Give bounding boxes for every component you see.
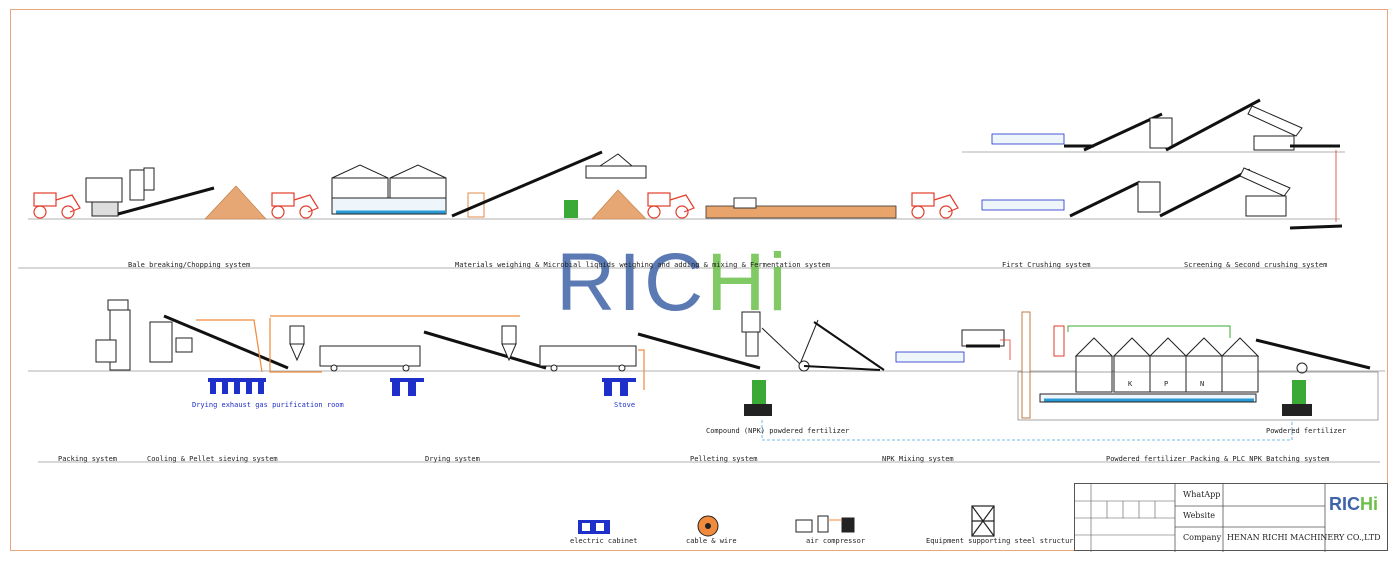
legend-electric-cabinet: electric cabinet	[570, 537, 638, 545]
air-duct-2	[269, 318, 322, 373]
section-label-npk-mixing: NPK Mixing system	[882, 455, 954, 463]
fermentation-tank	[705, 205, 897, 219]
section-label-first-crushing: First Crushing system	[1002, 261, 1091, 269]
belt-conveyor-7	[1165, 98, 1261, 152]
bucket-elevator-leg	[761, 327, 801, 365]
title-block-grid	[1075, 484, 1326, 552]
belt-conveyor-14	[813, 321, 885, 371]
belt-conveyor-11	[423, 330, 547, 370]
cable-wire-icon	[697, 515, 719, 537]
belt-conveyor-10	[163, 314, 289, 370]
title-block: WhatApp Website Company HENAN RICHI MACH…	[1074, 483, 1388, 552]
air-duct-4	[638, 349, 645, 390]
section-label-fermentation: Materials weighing & Microbial liquids w…	[455, 261, 831, 269]
mixer-line	[1000, 339, 1011, 360]
legend-cable-wire: cable & wire	[686, 537, 737, 545]
screening-machine-1	[1239, 167, 1291, 217]
watermark-logo: RICHi	[556, 236, 790, 330]
section-label-batching: Powdered fertilizer Packing & PLC NPK Ba…	[1106, 455, 1330, 463]
bale-breaker	[85, 167, 155, 217]
silo-elevator	[1053, 325, 1065, 357]
section-label-bale: Bale breaking/Chopping system	[128, 261, 251, 269]
steel-structure-icon	[971, 505, 995, 537]
bucket-elevator-leg-2	[799, 319, 819, 365]
annotation-exhaust-room: Drying exhaust gas purification room	[192, 401, 344, 409]
air-compressor-icon	[795, 515, 855, 533]
section-label-drying: Drying system	[425, 455, 480, 463]
annotation-compound-npk: Compound (NPK) powdered fertilizer	[706, 427, 850, 435]
microbial-tank	[564, 200, 578, 218]
title-block-company-label: Company	[1183, 533, 1222, 542]
belt-conveyor-1	[117, 186, 215, 216]
section-label-second-crushing: Screening & Second crushing system	[1184, 261, 1328, 269]
hopper-conveyor-1	[981, 199, 1065, 211]
cooler-sieve	[149, 321, 193, 363]
belt-conveyor-12	[637, 332, 761, 370]
npk-hopper	[895, 351, 965, 363]
wheel-loader-2	[271, 192, 319, 219]
belt-conveyor-2	[451, 150, 603, 218]
fermentation-turner	[585, 153, 647, 179]
control-cable	[761, 420, 1293, 441]
batching-enclosure	[1017, 371, 1379, 421]
dryer-1	[319, 345, 421, 372]
material-pile-1	[204, 185, 267, 220]
silo-label-p: P	[1164, 380, 1169, 388]
gas-purification-room	[208, 378, 266, 394]
pellet-machine	[741, 311, 761, 357]
silo-feed-line	[1067, 325, 1231, 338]
title-block-whatsapp-label: WhatApp	[1183, 490, 1221, 499]
silo-label-n: N	[1200, 380, 1205, 388]
batching-silos	[1039, 337, 1260, 403]
title-block-company-value: HENAN RICHI MACHINERY CO.,LTD	[1227, 533, 1381, 542]
legend-air-compressor: air compressor	[806, 537, 866, 545]
watermark-hi: Hi	[706, 237, 790, 328]
watermark-ric: RIC	[556, 237, 707, 328]
belt-conveyor-13	[803, 365, 881, 371]
section-label-packing: Packing system	[58, 455, 118, 463]
annotation-stove: Stove	[614, 401, 636, 409]
section-label-pelleting: Pelleting system	[690, 455, 758, 463]
air-duct-1	[196, 319, 263, 373]
hopper-conveyor-2	[991, 133, 1065, 145]
annotation-powdered-fertilizer: Powdered fertilizer	[1266, 427, 1347, 435]
material-pile-2	[591, 189, 647, 220]
logo-ric: RIC	[1329, 494, 1360, 514]
cyclone-2	[501, 325, 517, 362]
second-crusher	[1149, 117, 1173, 149]
turner-machine	[733, 197, 757, 209]
drawing-frame	[10, 9, 1388, 551]
mixer-box	[467, 192, 485, 218]
wheel-loader-4	[911, 192, 959, 219]
bucket-elevator	[1021, 311, 1031, 419]
stove-2	[602, 378, 636, 396]
section-label-cooling: Cooling & Pellet sieving system	[147, 455, 278, 463]
stove-1	[390, 378, 424, 396]
belt-conveyor-6	[1083, 112, 1163, 152]
logo-hi: Hi	[1360, 494, 1378, 514]
belt-conveyor-3	[1069, 180, 1141, 218]
silo-label-k: K	[1128, 380, 1133, 388]
packing-machine	[95, 299, 131, 371]
wheel-loader-1	[33, 192, 81, 219]
cyclone-1	[289, 325, 305, 362]
screening-machine-2	[1247, 105, 1303, 151]
belt-conveyor-4	[1159, 168, 1251, 218]
dryer-2	[539, 345, 637, 372]
electric-cabinet-icon	[578, 520, 610, 534]
belt-conveyor-15	[1255, 338, 1371, 370]
title-block-website-label: Website	[1183, 511, 1216, 520]
npk-packing-1	[744, 380, 772, 416]
powder-packing	[1282, 380, 1312, 416]
richi-logo: RICHi	[1329, 494, 1378, 515]
batching-bins	[331, 164, 447, 215]
legend-steel-structure: Equipment supporting steel structure	[926, 537, 1078, 545]
wheel-loader-3	[647, 192, 695, 219]
first-crusher	[1137, 181, 1161, 213]
conveyor-pulley-2	[1296, 362, 1308, 374]
npk-mixer	[961, 329, 1005, 348]
belt-conveyor-9	[1289, 224, 1343, 230]
